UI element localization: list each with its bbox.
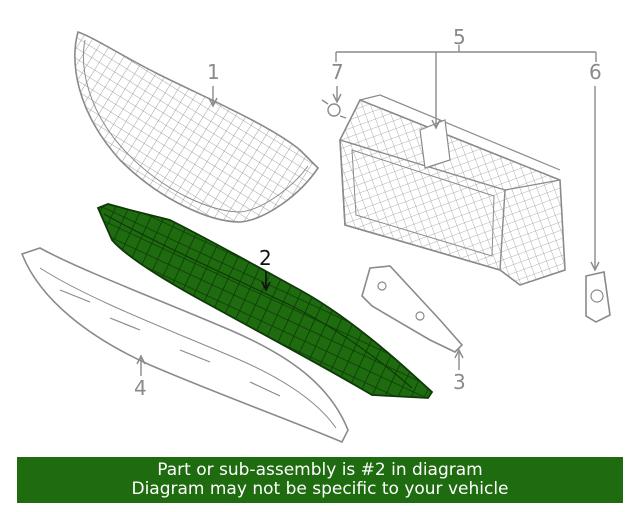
callout-1: 1 [207,60,220,84]
callout-6: 6 [589,60,602,84]
shutter-assembly-part-5 [339,94,566,286]
upper-grille-part-1 [74,30,320,223]
parts-diagram [20,30,611,444]
clip-part-7 [321,99,347,119]
callout-4: 4 [134,376,147,400]
leader-line-7 [332,86,342,104]
lower-grille-part-2-highlighted [96,203,434,399]
info-banner: Part or sub-assembly is #2 in diagram Di… [17,457,623,503]
callout-7: 7 [331,60,344,84]
callout-3: 3 [453,370,466,394]
leader-line-3 [454,348,464,370]
banner-line-disclaimer: Diagram may not be specific to your vehi… [131,479,509,499]
callout-2: 2 [259,246,272,270]
leader-line-4 [136,354,146,376]
banner-line-part-number: Part or sub-assembly is #2 in diagram [157,460,483,480]
leader-line-1 [208,86,218,108]
side-bracket-part-3 [361,265,464,353]
sensor-part-6 [585,271,611,323]
lower-trim-part-4 [20,247,349,444]
leader-line-6 [590,86,600,272]
leader-line-2 [261,272,271,292]
callout-5: 5 [453,25,466,49]
leader-line-5 [335,45,597,130]
